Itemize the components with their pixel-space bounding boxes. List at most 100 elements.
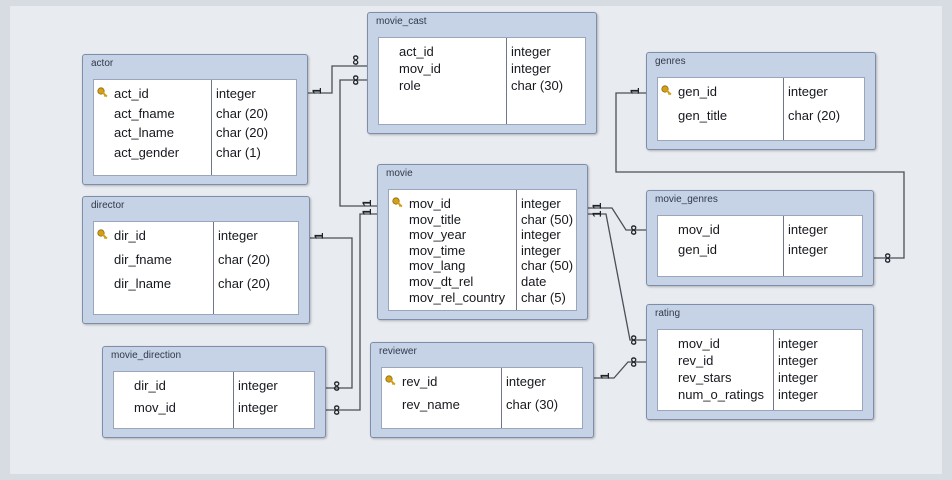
column-name: dir_fname <box>94 252 213 267</box>
column-name-text: mov_title <box>409 211 462 227</box>
column-type: integer <box>218 228 258 243</box>
column-name-text: act_gender <box>114 144 180 160</box>
column-name: mov_id <box>379 61 506 76</box>
column-name-text: dir_fname <box>114 252 172 267</box>
table-rating[interactable]: rating mov_id rev_id rev_stars num_o_ratings… <box>646 304 874 420</box>
column-type: char (20) <box>218 252 271 267</box>
column-type: integer <box>511 44 551 59</box>
column-type: integer <box>788 84 828 99</box>
column-name-text: act_lname <box>114 125 174 140</box>
table-title: movie <box>386 168 413 179</box>
column-name: mov_time <box>389 243 516 258</box>
column-name-text: mov_id <box>678 336 720 351</box>
table-title: reviewer <box>379 346 417 357</box>
column-grid: gen_id gen_title integer char (20) <box>657 77 865 141</box>
column-name-text: mov_year <box>409 227 467 243</box>
column-name: gen_id <box>658 242 783 257</box>
column-grid: mov_id rev_id rev_stars num_o_ratings intege… <box>657 329 863 411</box>
column-name-text: mov_time <box>409 242 466 258</box>
column-name: role <box>379 78 506 93</box>
column-grid: dir_id dir_fname dir_lname integer char (20)… <box>93 221 299 315</box>
column-name: mov_year <box>389 227 516 242</box>
column-name-text: mov_id <box>409 196 451 211</box>
column-type: integer <box>778 387 818 402</box>
primary-key-icon <box>385 375 396 386</box>
column-name-text: act_fname <box>114 105 175 121</box>
column-name-text: act_id <box>114 86 149 101</box>
column-name-text: role <box>399 78 421 93</box>
column-name-text: mov_dt_rel <box>409 274 474 289</box>
column-name: rev_id <box>658 353 773 368</box>
column-name: mov_dt_rel <box>389 274 516 289</box>
column-name: act_id <box>379 44 506 59</box>
column-name: dir_lname <box>94 276 213 291</box>
primary-key-icon <box>97 87 108 98</box>
column-type: integer <box>788 242 828 257</box>
column-name-text: gen_id <box>678 84 718 99</box>
column-name: mov_title <box>389 212 516 227</box>
table-title: genres <box>655 56 686 67</box>
column-name: gen_title <box>658 108 783 123</box>
column-name: act_lname <box>94 125 211 140</box>
column-name: mov_id <box>114 400 233 415</box>
column-type: char (20) <box>216 125 269 140</box>
column-name-text: act_id <box>399 44 434 59</box>
table-genres[interactable]: genres gen_id gen_title integer char (20) <box>646 52 876 150</box>
column-name: mov_id <box>658 222 783 237</box>
column-name: rev_name <box>382 397 501 412</box>
table-director[interactable]: director dir_id dir_fname dir_lname integer c… <box>82 196 310 324</box>
column-type: integer <box>521 227 561 243</box>
table-title: movie_genres <box>655 194 718 205</box>
column-name-text: dir_lname <box>114 276 172 291</box>
primary-key-icon <box>97 229 108 240</box>
column-type: char (30) <box>511 78 564 93</box>
column-type: char (30) <box>506 397 559 412</box>
column-name: act_id <box>94 86 211 101</box>
column-type: char (1) <box>216 144 261 160</box>
column-name: mov_lang <box>389 258 516 273</box>
column-type: integer <box>521 242 561 258</box>
column-name: rev_id <box>382 374 501 389</box>
column-name-text: rev_stars <box>678 370 732 385</box>
column-name-text: mov_id <box>678 222 720 237</box>
column-name-text: dir_id <box>114 228 146 243</box>
table-title: movie_direction <box>111 350 182 361</box>
column-name: mov_rel_country <box>389 290 516 305</box>
column-name-text: mov_id <box>134 400 176 415</box>
column-name-text: mov_rel_country <box>409 289 506 305</box>
primary-key-icon <box>392 197 403 208</box>
column-name: act_gender <box>94 145 211 160</box>
column-name-text: rev_id <box>402 374 438 389</box>
column-type: char (20) <box>216 105 269 121</box>
column-name-text: dir_id <box>134 378 166 393</box>
column-type: integer <box>778 353 818 368</box>
column-name: gen_id <box>658 84 783 99</box>
column-type: char (5) <box>521 289 566 305</box>
column-type: integer <box>778 370 818 385</box>
column-type: char (20) <box>218 276 271 291</box>
column-type: integer <box>238 400 278 415</box>
table-title: rating <box>655 308 681 319</box>
column-name: mov_id <box>658 336 773 351</box>
table-title: director <box>91 200 125 211</box>
column-type: char (20) <box>788 108 841 123</box>
column-name-text: mov_id <box>399 61 441 76</box>
column-type: integer <box>778 336 818 351</box>
column-name: dir_id <box>94 228 213 243</box>
table-title: movie_cast <box>376 16 427 27</box>
column-name-text: rev_id <box>678 353 714 368</box>
column-name: num_o_ratings <box>658 387 773 402</box>
column-name-text: gen_title <box>678 108 728 123</box>
